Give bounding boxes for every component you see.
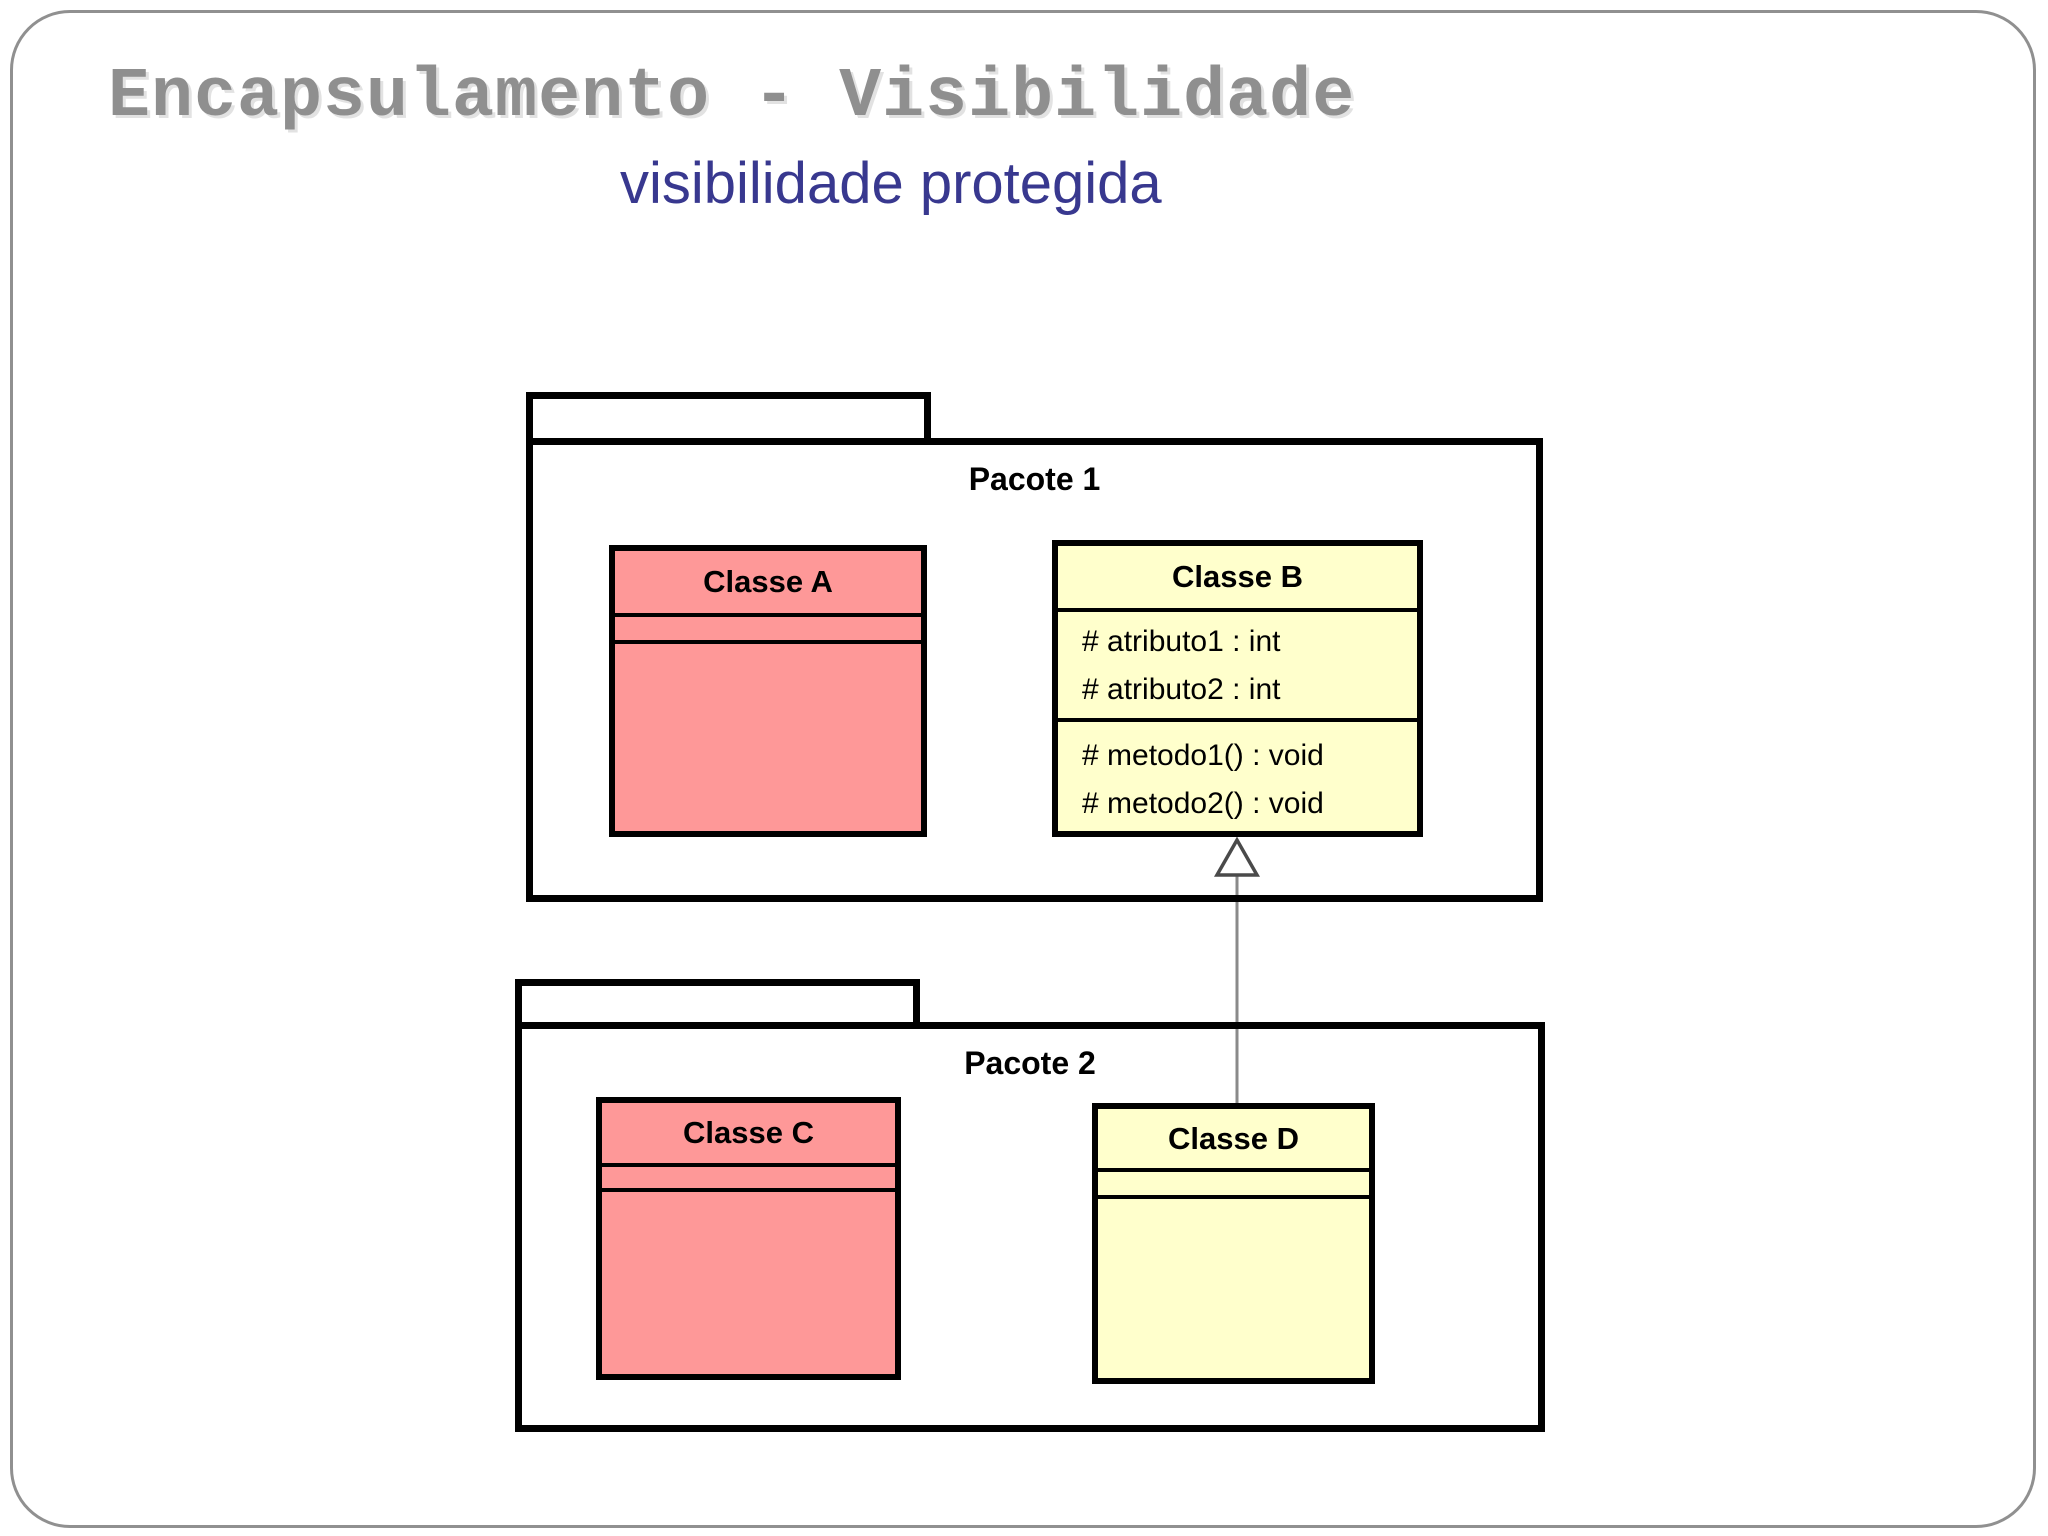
class-b-attribute: # atributo2 : int — [1082, 673, 1281, 706]
class-box-b: Classe B # atributo1 : int # atributo2 :… — [1052, 540, 1423, 837]
package1-label: Pacote 1 — [968, 461, 1101, 497]
package2-body: Pacote 2 — [515, 1022, 1545, 1432]
class-a-methods-compartment — [615, 644, 921, 831]
class-a-attributes-compartment — [615, 617, 921, 644]
class-d-attributes-compartment — [1098, 1172, 1369, 1199]
class-b-name: Classe B — [1058, 546, 1417, 612]
class-b-methods-compartment: # metodo1() : void # metodo2() : void — [1058, 722, 1417, 831]
class-a-name: Classe A — [615, 551, 921, 617]
class-b-attributes-compartment: # atributo1 : int # atributo2 : int — [1058, 612, 1417, 722]
class-box-c: Classe C — [596, 1097, 901, 1380]
package1-tab — [526, 392, 931, 438]
class-box-a: Classe A — [609, 545, 927, 837]
page-subtitle: visibilidade protegida — [620, 151, 1162, 216]
package2-tab — [515, 979, 920, 1022]
class-b-attribute: # atributo1 : int — [1082, 625, 1281, 658]
class-box-d: Classe D — [1092, 1103, 1375, 1384]
page-title: Encapsulamento - Visibilidade — [108, 58, 1356, 137]
generalization-connector — [1213, 836, 1261, 1104]
class-b-method: # metodo1() : void — [1082, 739, 1324, 772]
generalization-arrowhead-icon — [1213, 836, 1261, 877]
package1-body: Pacote 1 — [526, 438, 1543, 902]
class-c-name: Classe C — [602, 1103, 895, 1167]
class-d-name: Classe D — [1098, 1109, 1369, 1172]
class-d-methods-compartment — [1098, 1199, 1369, 1378]
package2-label: Pacote 2 — [964, 1045, 1096, 1081]
class-c-methods-compartment — [602, 1192, 895, 1374]
class-b-method: # metodo2() : void — [1082, 787, 1324, 820]
class-c-attributes-compartment — [602, 1167, 895, 1192]
